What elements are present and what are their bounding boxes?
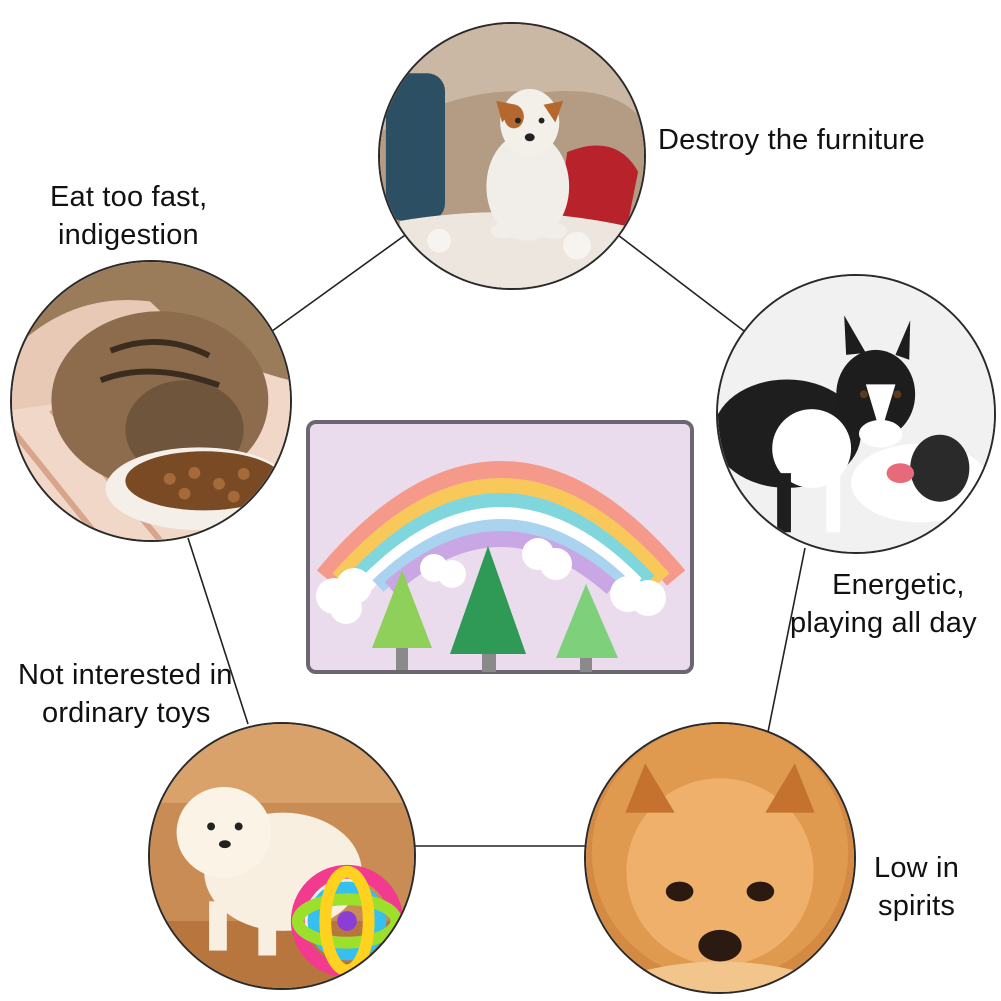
- bulldogs-playing-photo: [716, 274, 996, 554]
- pomeranian-photo: [584, 722, 856, 994]
- puppy-toy-photo: [148, 722, 416, 990]
- caption-energetic: Energetic, playing all day: [790, 569, 977, 639]
- cat-eating-photo: [10, 260, 292, 542]
- rainbow-snuffle-mat-icon: [306, 420, 694, 674]
- two-bulldogs-playing-icon: [718, 276, 994, 552]
- caption-low-in-spirits: Low in spirits: [874, 852, 960, 922]
- caption-not-interested: Not interested in ordinary toys: [18, 659, 233, 729]
- dog-couch-photo: [378, 22, 646, 290]
- pomeranian-resting-icon: [586, 724, 854, 992]
- caption-destroy-furniture: Destroy the furniture: [658, 124, 925, 156]
- puppy-with-ball-toy-icon: [150, 724, 414, 988]
- snuffle-mat-image: [306, 408, 696, 676]
- cat-eating-kibble-icon: [12, 262, 290, 540]
- caption-eat-too-fast: Eat too fast, indigestion: [50, 181, 208, 251]
- dog-on-torn-couch-icon: [380, 24, 644, 288]
